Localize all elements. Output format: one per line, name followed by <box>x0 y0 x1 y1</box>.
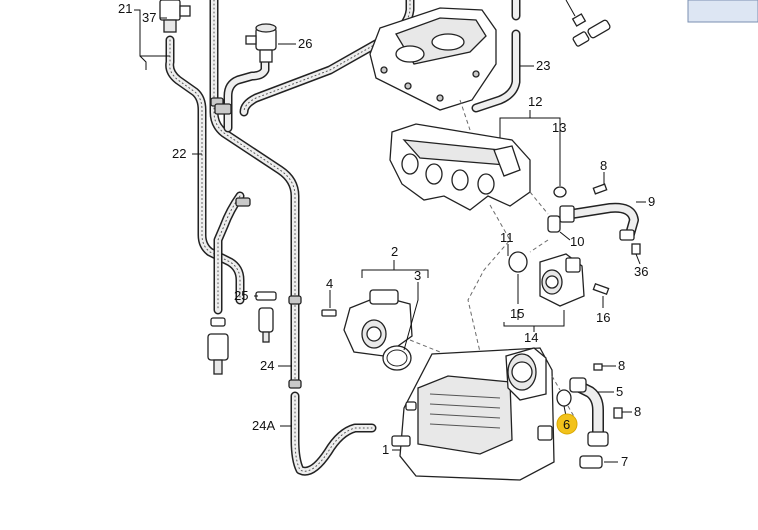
callout-8-lower: 8 <box>634 404 641 419</box>
part-37-fitting <box>159 0 191 33</box>
callout-1: 1 <box>382 442 389 457</box>
hose-clamps <box>210 97 302 389</box>
egr-valve-2 <box>321 289 413 371</box>
callout-7: 7 <box>621 454 628 469</box>
engine-cover <box>369 7 497 111</box>
callout-37: 37 <box>142 10 156 25</box>
callout-36: 36 <box>634 264 648 279</box>
connection-lines <box>409 99 577 421</box>
callout-24A: 24A <box>252 418 275 433</box>
callout-13: 13 <box>552 120 566 135</box>
callout-2: 2 <box>391 244 398 259</box>
callout-16: 16 <box>596 310 610 325</box>
callout-14: 14 <box>524 330 538 345</box>
callout-11: 11 <box>500 230 514 245</box>
callout-4: 4 <box>326 276 333 291</box>
part-t-fitting <box>565 0 611 47</box>
throttle-body <box>508 251 610 307</box>
egr-cooler-1 <box>391 347 555 481</box>
part-26-valve <box>245 23 277 63</box>
callout-3: 3 <box>414 268 421 283</box>
intake-manifold <box>389 123 531 211</box>
callout-6[interactable]: 6 <box>563 417 570 432</box>
callout-24: 24 <box>260 358 274 373</box>
callout-9: 9 <box>648 194 655 209</box>
corner-box <box>687 0 758 23</box>
callout-26: 26 <box>298 36 312 51</box>
callout-23: 23 <box>536 58 550 73</box>
callout-12: 12 <box>528 94 542 109</box>
callout-10: 10 <box>570 234 584 249</box>
callout-labels: 21 37 26 23 12 13 8 9 10 36 22 2 3 4 25 … <box>118 1 655 469</box>
right-side-small-parts <box>547 183 641 255</box>
vacuum-hoses <box>165 0 521 476</box>
callout-21: 21 <box>118 1 132 16</box>
callout-25: 25 <box>234 288 248 303</box>
callout-8-top: 8 <box>600 158 607 173</box>
callout-22: 22 <box>172 146 186 161</box>
gasket-6 <box>556 389 572 407</box>
callout-15: 15 <box>510 306 524 321</box>
egr-pipe-5 <box>556 363 623 469</box>
callout-5: 5 <box>616 384 623 399</box>
highlight-badge-6[interactable] <box>556 413 578 435</box>
callout-8-middle: 8 <box>618 358 625 373</box>
